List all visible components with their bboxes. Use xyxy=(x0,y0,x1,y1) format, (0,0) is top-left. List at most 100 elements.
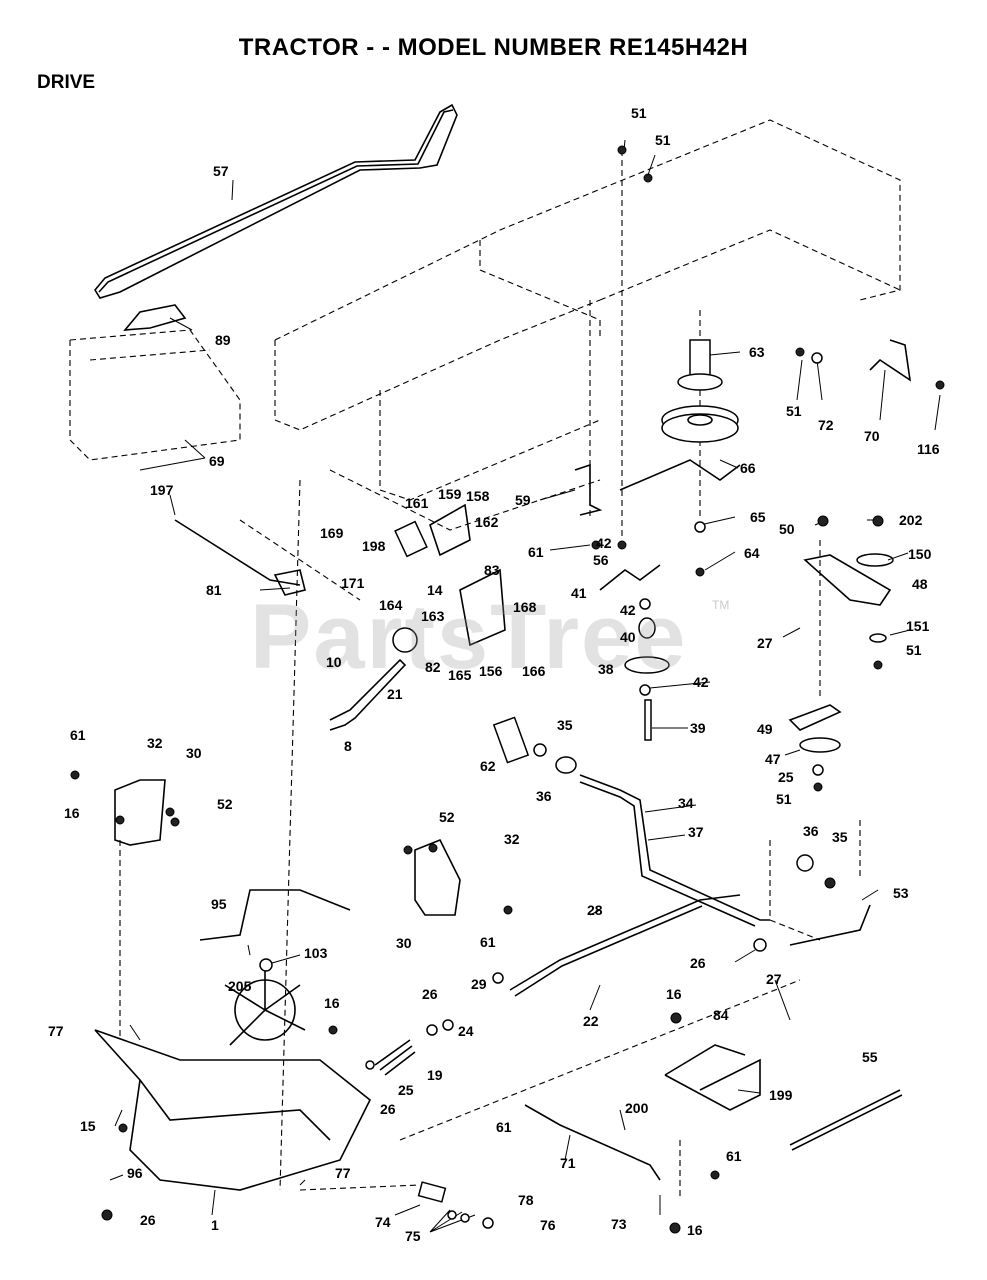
callout: 61 xyxy=(70,727,86,743)
callout: 83 xyxy=(484,562,500,578)
page-title: TRACTOR - - MODEL NUMBER RE145H42H xyxy=(238,34,749,61)
callout: 158 xyxy=(466,488,490,504)
callout: 61 xyxy=(496,1119,512,1135)
mounting-bracket-2 xyxy=(414,838,461,916)
callout: 72 xyxy=(818,417,834,433)
callout: 24 xyxy=(458,1023,474,1039)
callout: 199 xyxy=(769,1087,793,1103)
callout: 25 xyxy=(398,1082,414,1098)
callout: 40 xyxy=(620,629,636,645)
callout: 15 xyxy=(80,1118,96,1134)
callout: 8 xyxy=(344,738,352,754)
section-label: DRIVE xyxy=(37,72,96,93)
leader-lines xyxy=(109,139,941,1233)
control-rod xyxy=(509,894,741,991)
callout: 198 xyxy=(362,538,386,554)
callout: 10 xyxy=(326,654,342,670)
callout: 35 xyxy=(557,717,573,733)
callout: 166 xyxy=(522,663,546,679)
watermark: PartsTree xyxy=(250,586,688,688)
callout: 48 xyxy=(912,576,928,592)
idler-bracket xyxy=(803,554,892,606)
callout: 32 xyxy=(504,831,520,847)
rod-71 xyxy=(524,1104,661,1181)
bracket-49 xyxy=(788,704,842,731)
callout: 89 xyxy=(215,332,231,348)
callout: 19 xyxy=(427,1067,443,1083)
callout: 81 xyxy=(206,582,222,598)
callout: 78 xyxy=(518,1192,534,1208)
callout: 159 xyxy=(438,486,462,502)
callout: 168 xyxy=(513,599,537,615)
callout: 77 xyxy=(335,1165,351,1181)
spring-55 xyxy=(789,1089,903,1151)
callout: 66 xyxy=(740,460,756,476)
pulley-assembly xyxy=(661,339,739,443)
callout: 150 xyxy=(908,546,932,562)
callout: 57 xyxy=(213,163,229,179)
bracket-158 xyxy=(429,503,471,557)
callout: 26 xyxy=(422,986,438,1002)
idler-pulley xyxy=(624,656,670,674)
callout: 22 xyxy=(583,1013,599,1029)
callout: 16 xyxy=(324,995,340,1011)
callout: 21 xyxy=(387,686,403,702)
callout: 164 xyxy=(379,597,403,613)
bushing-159 xyxy=(394,520,428,558)
callout: 47 xyxy=(765,751,781,767)
callout: 36 xyxy=(536,788,552,804)
brake-rod xyxy=(664,1044,761,1111)
callout: 30 xyxy=(186,745,202,761)
watermark-trademark: TM xyxy=(712,598,730,612)
tractor-frame xyxy=(69,119,901,501)
callout: 29 xyxy=(471,976,487,992)
callout: 34 xyxy=(678,795,694,811)
callout: 26 xyxy=(380,1101,396,1117)
callout: 77 xyxy=(48,1023,64,1039)
callout: 95 xyxy=(211,896,227,912)
callout: 162 xyxy=(475,514,499,530)
callout: 25 xyxy=(778,769,794,785)
callout: 42 xyxy=(596,535,612,551)
shift-lever xyxy=(329,658,407,731)
callout: 50 xyxy=(779,521,795,537)
callout: 42 xyxy=(620,602,636,618)
bushing-74 xyxy=(417,1181,447,1203)
callout: 49 xyxy=(757,721,773,737)
callout: 61 xyxy=(726,1148,742,1164)
callout: 96 xyxy=(127,1165,143,1181)
callout: 36 xyxy=(803,823,819,839)
callout: 14 xyxy=(427,582,443,598)
callout: 26 xyxy=(140,1212,156,1228)
callout: 82 xyxy=(425,659,441,675)
callout: 75 xyxy=(405,1228,421,1244)
callout: 169 xyxy=(320,525,344,541)
callout: 116 xyxy=(917,441,940,457)
callout: 73 xyxy=(611,1216,627,1232)
callout: 56 xyxy=(593,552,609,568)
callout: 51 xyxy=(655,132,671,148)
callout: 165 xyxy=(448,667,472,683)
rod-53 xyxy=(789,904,871,946)
callout: 16 xyxy=(64,805,80,821)
callout: 76 xyxy=(540,1217,556,1233)
callout: 51 xyxy=(786,403,802,419)
callout: 26 xyxy=(690,955,706,971)
callout: 37 xyxy=(688,824,704,840)
cooling-fan xyxy=(224,970,306,1046)
spring-25 xyxy=(374,1039,416,1076)
callout: 71 xyxy=(560,1155,576,1171)
idler-pulley-47 xyxy=(799,737,841,753)
callout: 1 xyxy=(211,1217,219,1233)
callout: 27 xyxy=(766,971,782,987)
clip-bracket xyxy=(869,339,912,382)
mounting-bracket xyxy=(114,779,166,846)
callout: 32 xyxy=(147,735,163,751)
callout: 70 xyxy=(864,428,880,444)
hardware-pieces xyxy=(70,145,945,1234)
callout: 51 xyxy=(631,105,647,121)
callout: 27 xyxy=(757,635,773,651)
callout: 62 xyxy=(480,758,496,774)
drive-spring-rod xyxy=(619,459,741,491)
